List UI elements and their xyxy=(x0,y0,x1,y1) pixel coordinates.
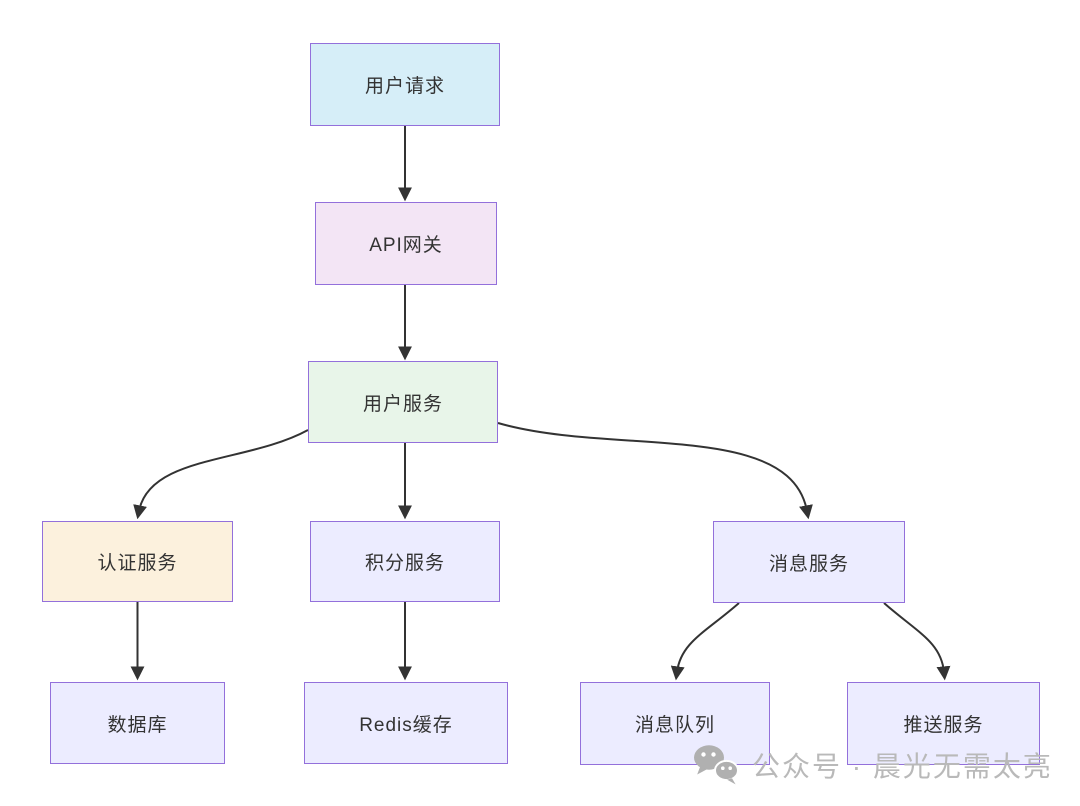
node-database: 数据库 xyxy=(50,682,225,764)
node-database-label: 数据库 xyxy=(107,714,168,736)
node-redis-cache-label: Redis缓存 xyxy=(359,714,453,736)
edge-message-service-to-push-service xyxy=(883,602,951,681)
node-user-request: 用户请求 xyxy=(310,43,500,126)
node-api-gateway: API网关 xyxy=(315,202,497,285)
node-redis-cache: Redis缓存 xyxy=(304,682,508,764)
node-auth-service-label: 认证服务 xyxy=(97,553,178,574)
node-points-service-label: 积分服务 xyxy=(364,553,445,574)
node-points-service: 积分服务 xyxy=(310,521,500,602)
node-message-queue-label: 消息队列 xyxy=(634,715,715,736)
node-user-service: 用户服务 xyxy=(308,361,498,443)
node-message-queue: 消息队列 xyxy=(580,682,770,765)
edge-user-service-to-message-service xyxy=(497,422,813,520)
edge-message-service-to-message-queue xyxy=(670,602,740,681)
node-user-service-label: 用户服务 xyxy=(362,393,443,415)
node-api-gateway-label: API网关 xyxy=(369,235,443,256)
node-push-service-label: 推送服务 xyxy=(903,715,984,736)
node-push-service: 推送服务 xyxy=(847,682,1040,765)
node-auth-service: 认证服务 xyxy=(42,521,233,602)
node-user-request-label: 用户请求 xyxy=(364,76,445,97)
node-message-service: 消息服务 xyxy=(713,521,905,603)
edge-user-service-to-auth-service xyxy=(133,429,309,520)
node-message-service-label: 消息服务 xyxy=(768,553,849,575)
